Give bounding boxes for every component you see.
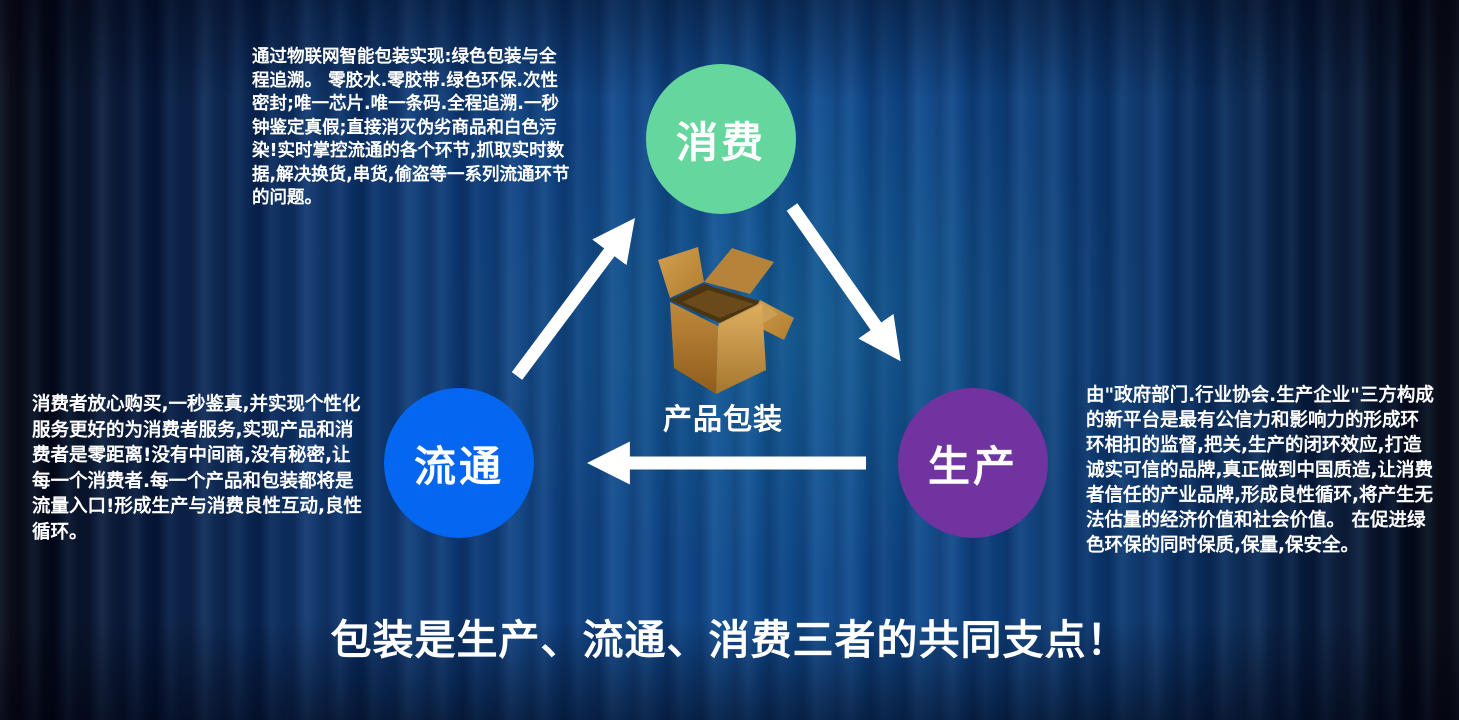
bottom-headline: 包装是生产、流通、消费三者的共同支点！ (330, 616, 1129, 664)
node-circulation-label: 流通 (413, 441, 504, 491)
consumption-description-text: 通过物联网智能包装实现:绿色包装与全程追溯。 零胶水.零胶带.绿色环保.次性密封… (252, 47, 570, 208)
production-description-text: 由"政府部门.行业协会.生产企业"三方构成的新平台是最有公信力和影响力的形成环环… (1086, 385, 1434, 556)
open-cardboard-box-icon (658, 247, 794, 394)
node-production-label: 生产 (927, 441, 1018, 491)
node-consumption: 消费 (646, 64, 796, 214)
node-circulation: 流通 (384, 388, 534, 538)
arrow-consumption-to-production-icon (786, 203, 901, 362)
arrow-circulation-to-consumption-icon (511, 217, 635, 380)
node-consumption-label: 消费 (675, 117, 766, 167)
node-production: 生产 (898, 388, 1048, 538)
circulation-description-text: 消费者放心购买,一秒鉴真,并实现个性化服务更好的为消费者服务,实现产品和消费者是… (32, 394, 362, 543)
center-packaging-label: 产品包装 (662, 402, 783, 436)
